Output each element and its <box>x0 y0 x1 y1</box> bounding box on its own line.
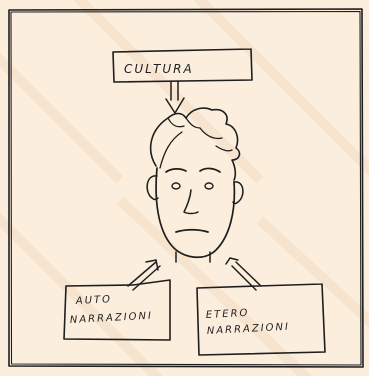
auto-label: AUTO <box>75 294 113 307</box>
cultura-label: CULTURA <box>124 62 194 76</box>
etero-label: ETERO <box>206 308 250 321</box>
